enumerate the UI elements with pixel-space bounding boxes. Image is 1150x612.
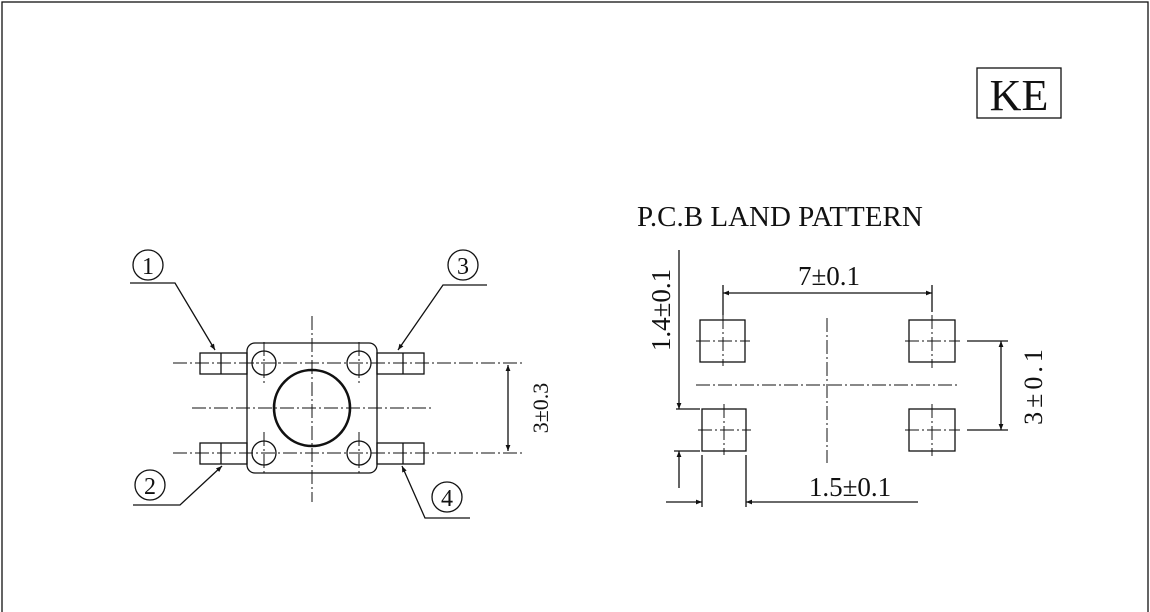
pin-number: 3 (457, 254, 469, 280)
horizontal-pitch-dimension: 7±0.1 (722, 261, 933, 315)
pin-balloon-2: 2 (133, 465, 223, 506)
pin-balloon-1: 1 (130, 249, 216, 351)
pad-height-dimension: 1.4±0.1 (646, 250, 700, 488)
pin-balloon-3: 3 (397, 249, 487, 351)
pad-width-label: 1.5±0.1 (809, 472, 891, 502)
land-pattern-title: P.C.B LAND PATTERN (637, 201, 923, 233)
vertical-pitch-dimension: 3±0.1 (967, 340, 1048, 431)
pin-balloon-4: 4 (401, 465, 470, 519)
pad-center-lines (696, 315, 960, 463)
pin-pitch-label: 3±0.3 (528, 383, 553, 434)
vertical-pitch-label: 3±0.1 (1019, 345, 1048, 425)
logo-text: KE (990, 71, 1049, 120)
ke-logo: KE (976, 67, 1062, 120)
switch-top-view: 3±0.3 1 3 2 4 (130, 249, 553, 519)
pin-number: 4 (441, 486, 453, 512)
land-pattern: 7±0.1 3±0.1 1.4±0.1 1.5±0.1 (646, 250, 1048, 507)
pitch-dimension: 3±0.3 (505, 365, 553, 451)
horizontal-pitch-label: 7±0.1 (798, 261, 860, 291)
pin-number: 2 (144, 474, 156, 500)
pad-width-dimension: 1.5±0.1 (666, 455, 918, 507)
pad-height-label: 1.4±0.1 (646, 269, 676, 351)
pin-number: 1 (142, 254, 154, 280)
center-lines (173, 316, 522, 502)
